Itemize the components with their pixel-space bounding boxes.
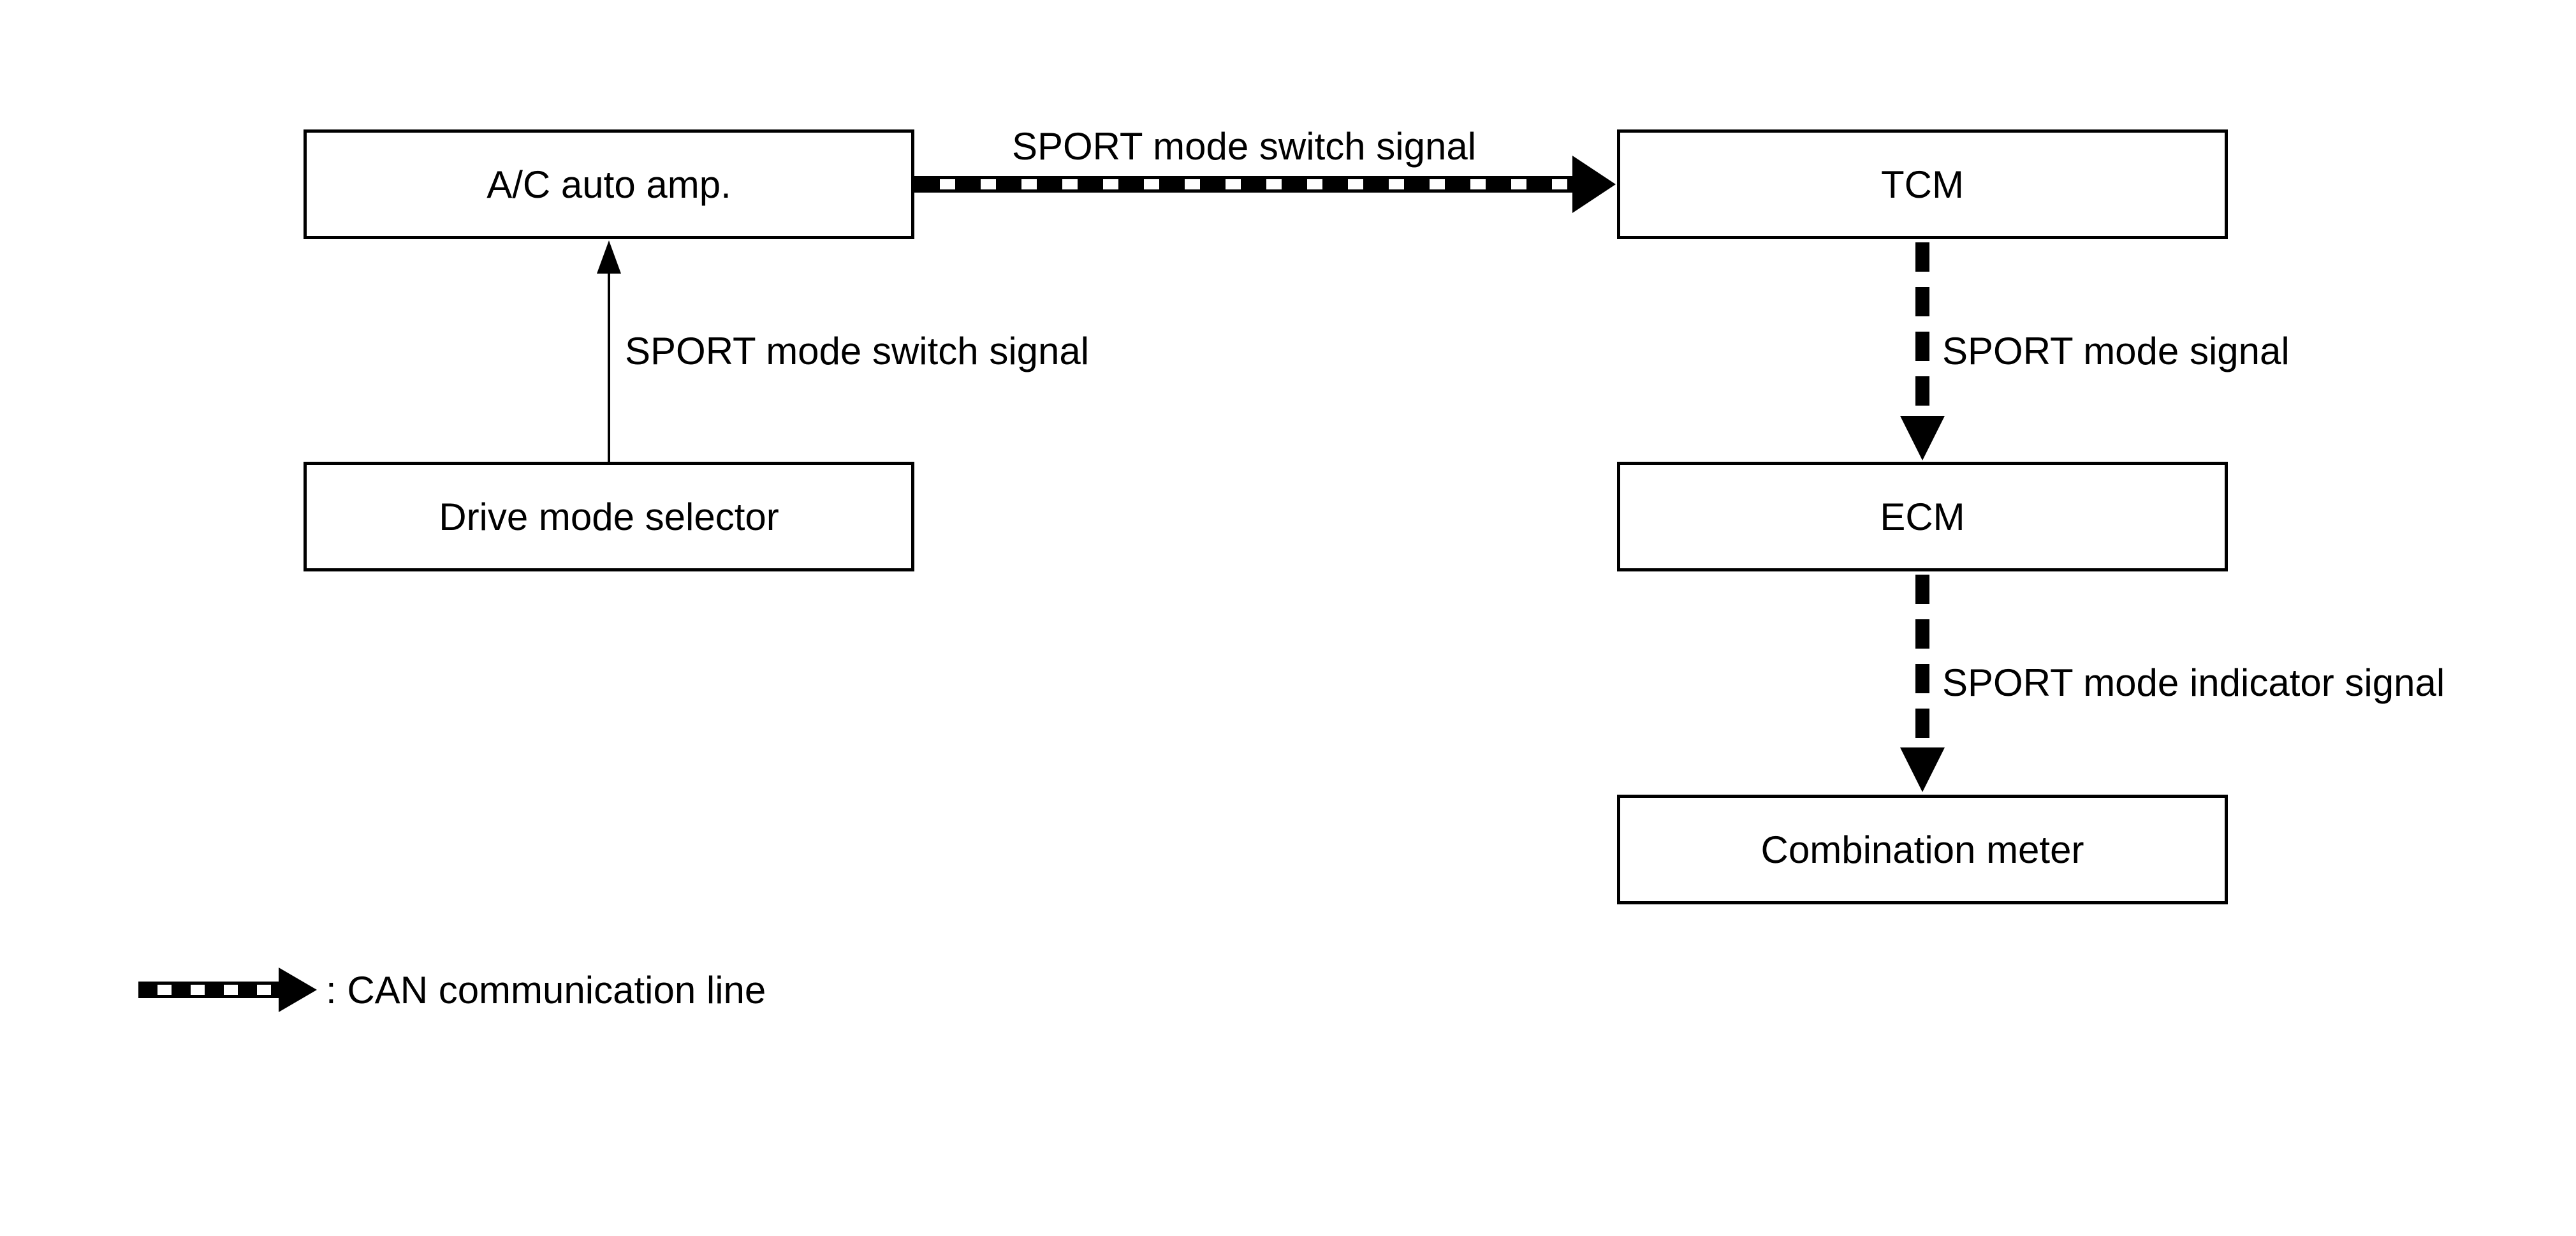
can-line-dashes — [914, 179, 1574, 189]
arrowhead-down-icon — [1900, 416, 1945, 460]
arrowhead-right-icon — [279, 967, 317, 1012]
signal-label-ecm-to-meter: SPORT mode indicator signal — [1942, 661, 2445, 704]
node-drive-mode-selector: Drive mode selector — [304, 462, 914, 571]
node-ac-auto-amp-label: A/C auto amp. — [487, 163, 731, 206]
signal-label-tcm-to-ecm: SPORT mode signal — [1942, 330, 2290, 372]
legend-dashed-band — [138, 982, 280, 998]
arrowhead-up-icon — [597, 240, 621, 274]
node-drive-mode-selector-label: Drive mode selector — [439, 495, 779, 538]
node-combination-meter-label: Combination meter — [1760, 828, 2084, 871]
legend: : CAN communication line — [138, 967, 766, 1012]
can-line-amp-to-tcm — [914, 176, 1574, 193]
can-line-legend-icon — [138, 967, 317, 1012]
can-line-ecm-to-meter — [1915, 575, 1929, 749]
node-tcm: TCM — [1617, 129, 2228, 239]
can-line-tcm-to-ecm — [1915, 242, 1929, 417]
signal-label-selector-to-amp: SPORT mode switch signal — [625, 330, 1090, 372]
node-tcm-label: TCM — [1881, 163, 1964, 206]
node-combination-meter: Combination meter — [1617, 795, 2228, 904]
node-ecm: ECM — [1617, 462, 2228, 571]
node-ecm-label: ECM — [1880, 495, 1965, 538]
arrowhead-down-icon — [1900, 747, 1945, 792]
legend-band-dashes — [138, 985, 280, 995]
legend-label: : CAN communication line — [326, 968, 766, 1012]
arrowhead-right-icon — [1572, 156, 1616, 213]
node-ac-auto-amp: A/C auto amp. — [304, 129, 914, 239]
line-selector-to-amp — [608, 268, 610, 462]
signal-label-amp-to-tcm: SPORT mode switch signal — [1011, 125, 1477, 168]
